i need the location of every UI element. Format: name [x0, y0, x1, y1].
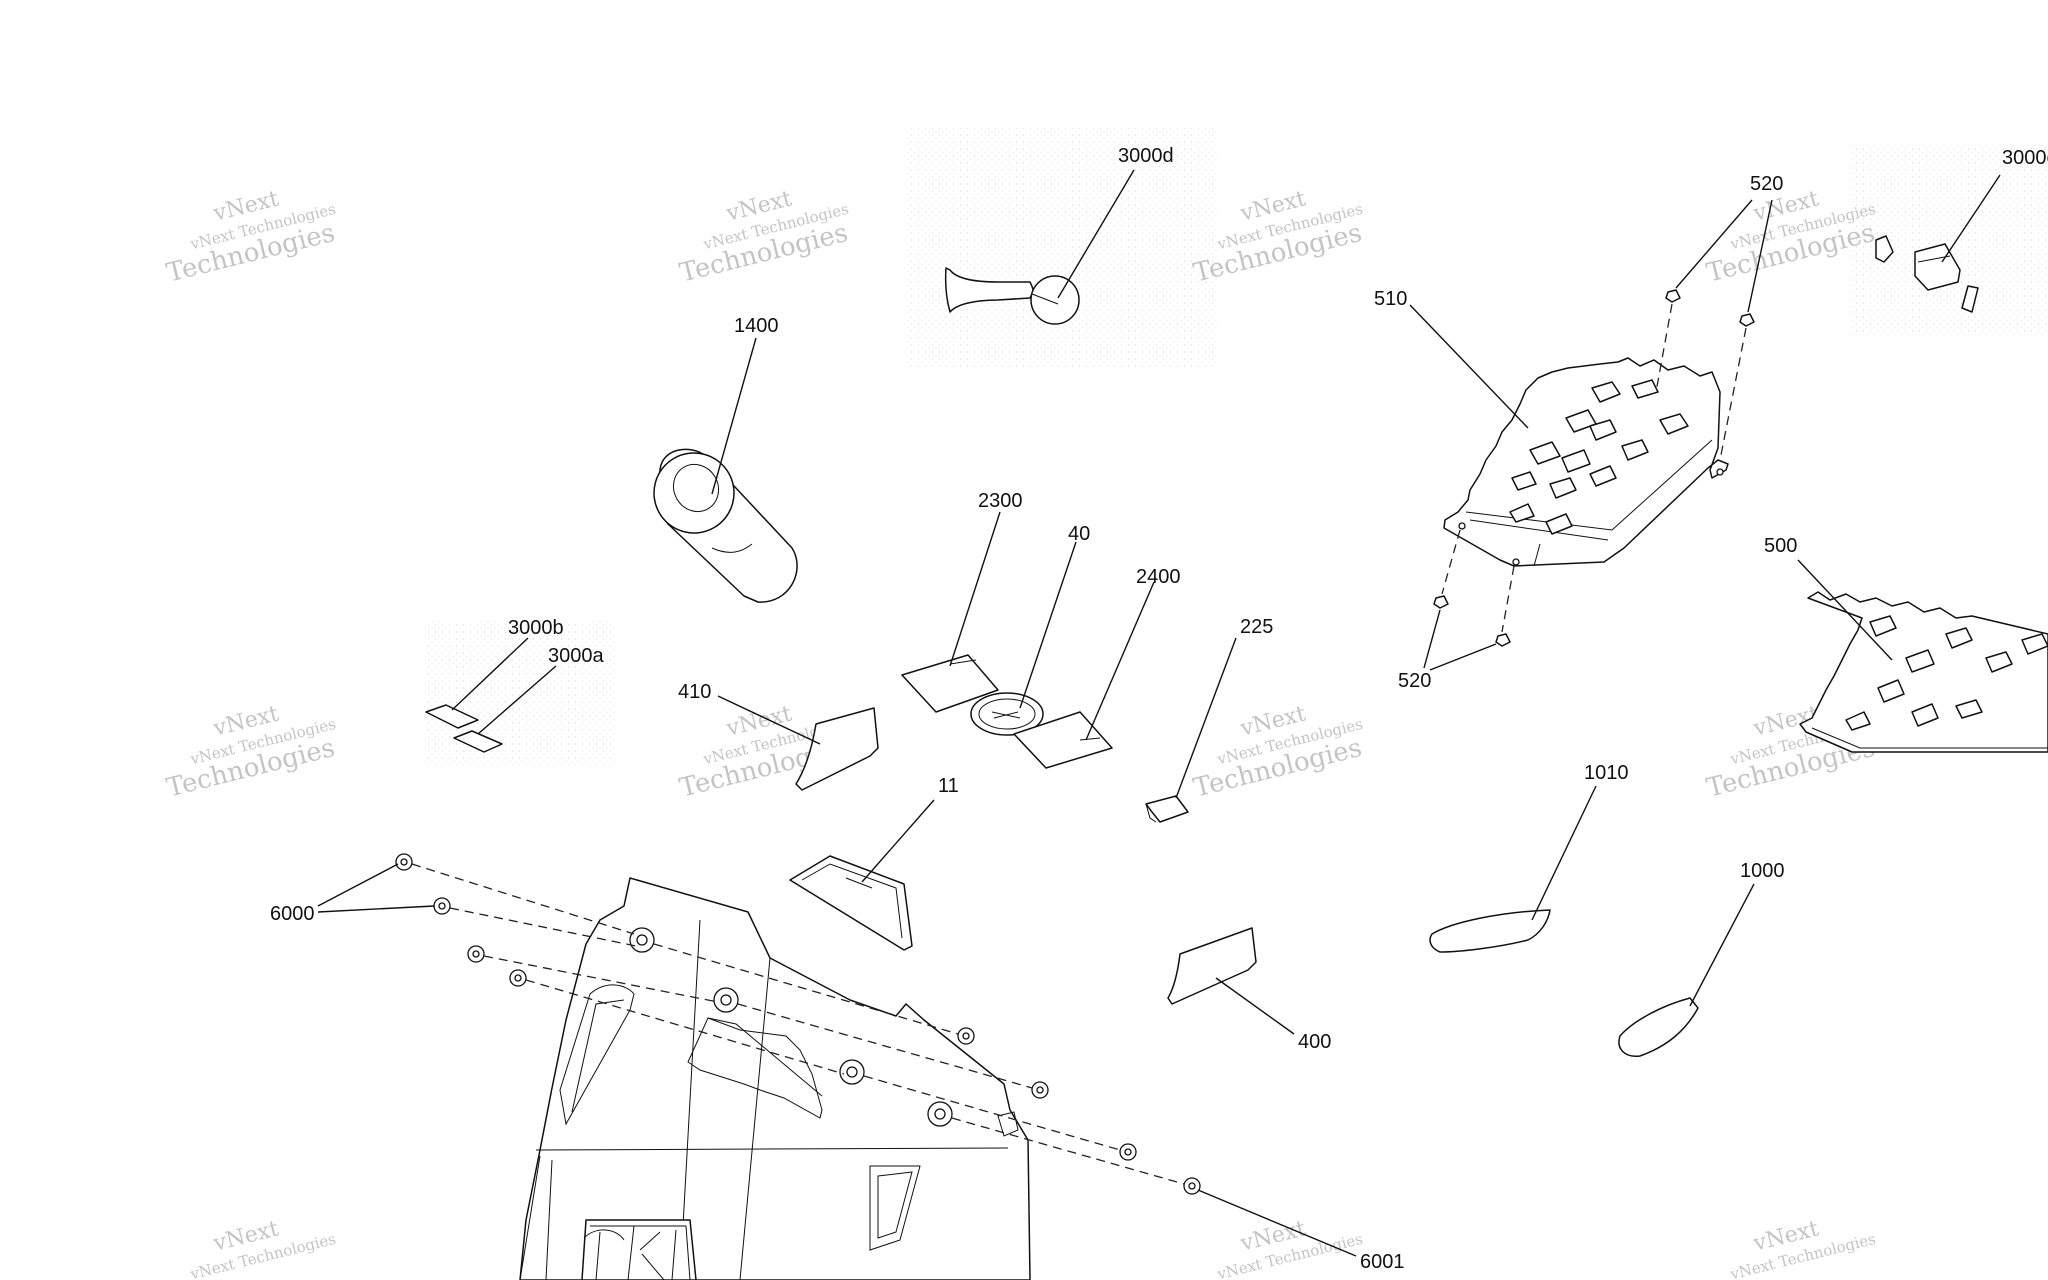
part-410-side-panel[interactable] — [795, 707, 879, 791]
part-500-running-board[interactable] — [1799, 591, 2048, 753]
leader-2300 — [949, 511, 1001, 667]
ski-doo-logo-icon — [583, 1225, 677, 1280]
part-225-clip[interactable] — [1145, 795, 1189, 823]
part-520-nut-upper[interactable] — [1665, 289, 1755, 327]
part-2300-decal[interactable] — [901, 654, 999, 713]
callout-2300[interactable]: 2300 — [978, 490, 1023, 512]
part-400-side-panel[interactable] — [1167, 927, 1257, 1005]
stipple-patch-decals — [425, 620, 615, 765]
callout-520-lower[interactable]: 520 — [1398, 670, 1431, 692]
part-1000-side-decal[interactable] — [1618, 997, 1699, 1057]
watermark: vNext vNext Technologies Technologies — [164, 701, 338, 803]
dash-520-lower-left — [1441, 529, 1461, 595]
callout-3000b[interactable]: 3000b — [508, 617, 564, 639]
leader-225 — [1175, 637, 1237, 799]
dash-6001-b — [737, 1003, 1033, 1089]
watermark: vNext vNext Technologies Technologies — [677, 186, 851, 288]
leader-2400 — [1085, 581, 1155, 741]
stipple-patch-horn — [905, 128, 1217, 368]
part-3000b-decal[interactable] — [425, 704, 479, 729]
dash-520-lower-right — [1501, 565, 1515, 633]
watermark: vNext vNext Technologies — [188, 1216, 338, 1280]
part-3000a-decal[interactable] — [453, 730, 503, 753]
dash-6000-b — [449, 907, 637, 947]
callout-1400[interactable]: 1400 — [734, 315, 779, 337]
leader-11 — [861, 799, 935, 883]
watermark: vNext vNext Technologies — [1215, 1216, 1365, 1280]
callout-3000d[interactable]: 3000d — [1118, 145, 1174, 167]
part-1010-side-decal[interactable] — [1429, 909, 1551, 953]
callout-410[interactable]: 410 — [678, 681, 711, 703]
leader-6001 — [1197, 1189, 1357, 1257]
leader-40 — [1019, 541, 1077, 709]
leader-520-lower-b — [1429, 643, 1497, 671]
leader-520-upper-b — [1747, 199, 1773, 313]
callout-3000a[interactable]: 3000a — [548, 645, 604, 667]
dash-6001-a — [653, 943, 959, 1035]
leader-410 — [717, 695, 821, 745]
leader-3000a — [477, 665, 557, 735]
callout-11[interactable]: 11 — [938, 775, 959, 797]
callout-3000c[interactable]: 3000c — [2002, 147, 2048, 169]
callout-400[interactable]: 400 — [1298, 1031, 1331, 1053]
leader-1000 — [1689, 883, 1755, 1007]
part-2400-decal[interactable] — [1013, 711, 1113, 769]
watermark: vNext vNext Technologies Technologies — [1191, 701, 1365, 803]
leader-3000d — [1057, 169, 1135, 299]
callout-225[interactable]: 225 — [1240, 616, 1273, 638]
callout-520-upper[interactable]: 520 — [1750, 173, 1783, 195]
part-6000-screws[interactable] — [395, 853, 527, 987]
leader-500 — [1797, 559, 1893, 661]
callout-40[interactable]: 40 — [1068, 523, 1090, 545]
part-6001-nuts[interactable] — [957, 1027, 1201, 1195]
part-520-nut-lower[interactable] — [1433, 595, 1511, 647]
dash-6000-c — [483, 955, 719, 1003]
part-3000d-horn-decal[interactable] — [944, 267, 1080, 325]
callout-510[interactable]: 510 — [1374, 288, 1407, 310]
dash-6001-d — [951, 1117, 1185, 1185]
leader-510 — [1409, 304, 1529, 429]
callout-500[interactable]: 500 — [1764, 535, 1797, 557]
leader-520-lower-a — [1423, 609, 1441, 669]
leader-1400 — [711, 337, 757, 495]
callout-6000[interactable]: 6000 — [270, 903, 315, 925]
watermark: vNext vNext Technologies Technologies — [164, 186, 338, 288]
part-1400-cylinder[interactable] — [639, 438, 798, 603]
part-11-windshield-decal[interactable] — [789, 855, 913, 951]
leader-6000-a — [317, 863, 399, 907]
callout-1000[interactable]: 1000 — [1740, 860, 1785, 882]
leader-6000-b — [317, 905, 435, 913]
dash-6000-d — [525, 979, 845, 1075]
callout-6001[interactable]: 6001 — [1360, 1251, 1405, 1273]
leader-1010 — [1531, 785, 1597, 921]
leader-400 — [1215, 977, 1295, 1035]
part-windshield-hood[interactable] — [519, 877, 1031, 1280]
watermark: vNext vNext Technologies — [1728, 1216, 1878, 1280]
dash-6000-a — [411, 863, 635, 935]
part-510-running-board[interactable] — [1443, 357, 1729, 567]
leader-3000c — [1941, 174, 2001, 263]
callout-1010[interactable]: 1010 — [1584, 762, 1629, 784]
leader-3000b — [451, 637, 529, 711]
part-40-round-emblem[interactable] — [970, 692, 1044, 736]
callout-2400[interactable]: 2400 — [1136, 566, 1181, 588]
dash-520-upper-right — [1719, 327, 1747, 461]
leader-520-upper-a — [1675, 199, 1753, 289]
part-3000c-clip[interactable] — [1875, 235, 1979, 313]
